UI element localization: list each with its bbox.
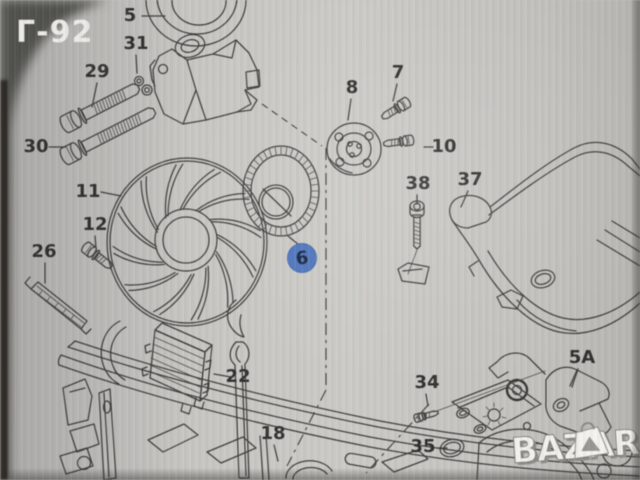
- part-30-bolt: [59, 107, 157, 166]
- shopping-bag-icon: [574, 422, 610, 460]
- part-11-fan-wheel: [106, 157, 268, 327]
- badge-circle[interactable]: [287, 243, 317, 273]
- part-label-12: 12: [82, 214, 107, 235]
- part-8-hub: [326, 122, 382, 176]
- part-label-10: 10: [431, 136, 456, 157]
- part-34-bolt: [413, 410, 439, 423]
- part-label-34: 34: [414, 372, 439, 393]
- part-10-bolt: [382, 134, 415, 148]
- part-26-strip: [24, 276, 92, 335]
- bottom-edge-shadow: [0, 468, 640, 480]
- right-edge-shadow: [630, 0, 640, 480]
- part-label-5A: 5A: [569, 347, 596, 368]
- fan-blades: [112, 163, 262, 321]
- part-label-8: 8: [346, 77, 359, 98]
- part-7-bolt: [380, 96, 412, 120]
- part-label-22: 22: [225, 366, 250, 387]
- part-label-31: 31: [123, 33, 148, 54]
- part-label-26: 26: [31, 241, 56, 262]
- part-label-38: 38: [405, 173, 430, 194]
- part-5-fan-bracket: [145, 0, 261, 125]
- part-label-11: 11: [75, 181, 100, 202]
- part-22-cooler: [141, 322, 213, 415]
- part-label-5: 5: [124, 5, 137, 26]
- part-label-37: 37: [457, 169, 482, 190]
- part-label-7: 7: [392, 62, 405, 83]
- part-label-29: 29: [84, 61, 109, 82]
- part-label-18: 18: [260, 423, 285, 444]
- part-6-viscous-coupling: [242, 145, 320, 237]
- part-label-35: 35: [410, 436, 435, 457]
- part-label-30: 30: [23, 136, 48, 157]
- photo-dark-corner: [0, 0, 108, 480]
- part-35-cap: [439, 438, 465, 458]
- part-31-washers: [133, 75, 153, 96]
- coupling-teeth: [242, 146, 320, 236]
- label-leader-lines: [44, 15, 579, 462]
- part-29-bolt: [59, 83, 141, 134]
- corner-code-text: Г-92: [16, 15, 93, 50]
- bazar-watermark: BAZAR BAZAR: [509, 422, 640, 474]
- badge-number: 6: [294, 247, 309, 270]
- highlighted-part-badge[interactable]: 6: [287, 243, 317, 273]
